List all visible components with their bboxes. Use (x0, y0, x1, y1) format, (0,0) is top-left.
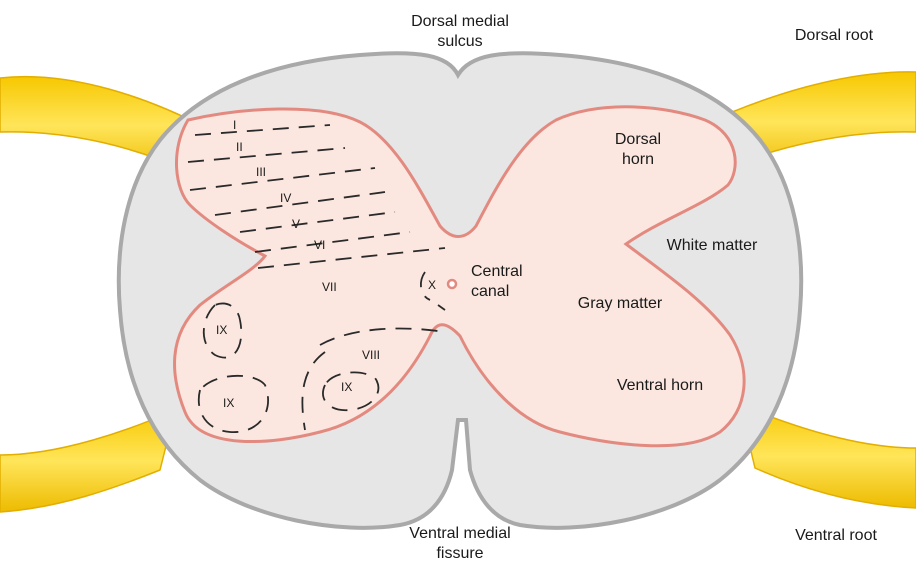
label-central-canal: Central canal (471, 262, 523, 302)
label-ventral-medial-fissure-line2: fissure (380, 544, 540, 564)
lamina-label-X: X (428, 278, 436, 292)
label-dorsal-medial-sulcus: Dorsal medial sulcus (380, 12, 540, 52)
label-gray-matter: Gray matter (565, 294, 675, 314)
left-ventral-root (0, 410, 175, 512)
lamina-label-IX-upper: IX (216, 323, 227, 337)
label-dorsal-horn-line2: horn (598, 150, 678, 170)
label-ventral-root: Ventral root (776, 526, 896, 546)
label-central-canal-line2: canal (471, 282, 523, 302)
label-ventral-horn: Ventral horn (600, 376, 720, 396)
lamina-label-II: II (236, 140, 243, 154)
label-ventral-medial-fissure-line1: Ventral medial (380, 524, 540, 544)
lamina-label-VII: VII (322, 280, 337, 294)
label-central-canal-line1: Central (471, 262, 523, 282)
lamina-label-III: III (256, 165, 266, 179)
label-dorsal-medial-sulcus-line2: sulcus (380, 32, 540, 52)
label-dorsal-horn: Dorsal horn (598, 130, 678, 170)
label-dorsal-root: Dorsal root (774, 26, 894, 46)
lamina-label-VIII: VIII (362, 348, 380, 362)
lamina-label-V: V (292, 217, 300, 231)
label-dorsal-medial-sulcus-line1: Dorsal medial (380, 12, 540, 32)
label-white-matter: White matter (652, 236, 772, 256)
lamina-label-IX-lower: IX (223, 396, 234, 410)
lamina-label-I: I (233, 118, 236, 132)
lamina-label-VI: VI (314, 238, 325, 252)
central-canal-marker (448, 280, 456, 288)
label-ventral-medial-fissure: Ventral medial fissure (380, 524, 540, 564)
lamina-label-IV: IV (280, 191, 291, 205)
label-dorsal-horn-line1: Dorsal (598, 130, 678, 150)
lamina-label-IX-middle: IX (341, 380, 352, 394)
